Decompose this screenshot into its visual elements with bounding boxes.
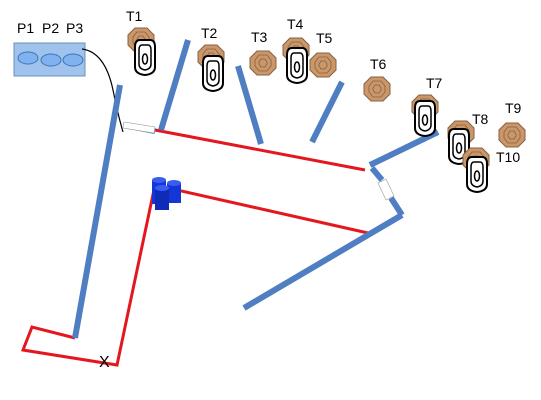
label-t8: T8: [472, 111, 489, 127]
label-t1: T1: [126, 8, 143, 24]
white-target-icon: [414, 100, 436, 137]
label-t2: T2: [201, 25, 218, 41]
start-position-marker: X: [99, 354, 110, 371]
barrel-icon: [155, 185, 169, 210]
label-t3: T3: [251, 29, 268, 45]
target-t6: [363, 76, 391, 102]
octagon-target-icon: [363, 76, 391, 102]
label-t7: T7: [426, 75, 443, 91]
pistol-p1: [17, 51, 39, 65]
target-t2: [197, 44, 225, 92]
target-t4: [282, 37, 310, 84]
label-t5: T5: [316, 30, 333, 46]
label-t4: T4: [287, 16, 304, 32]
white-target-icon: [466, 156, 488, 193]
label-p2: P2: [42, 20, 59, 36]
pistol-table: [13, 42, 86, 77]
pistol-p3: [62, 53, 84, 67]
label-p1: P1: [17, 20, 34, 36]
pistol-p2: [40, 53, 62, 67]
label-t6: T6: [370, 56, 387, 72]
white-target-icon: [286, 47, 308, 84]
label-p3: P3: [66, 20, 83, 36]
target-t10: [462, 147, 490, 193]
white-target-icon: [202, 55, 224, 92]
wall-openings: [122, 121, 395, 201]
target-t7: [411, 94, 439, 137]
walls: [72, 39, 440, 339]
octagon-target-icon: [249, 50, 277, 76]
label-t10: T10: [496, 149, 520, 165]
white-target-icon: [134, 39, 156, 76]
barrel-icon: [167, 180, 181, 203]
barrels: [152, 177, 181, 210]
octagon-target-icon: [498, 122, 526, 148]
fault-lines: [20, 128, 369, 367]
target-t1: [127, 27, 156, 76]
octagon-target-icon: [309, 52, 337, 78]
target-t5: [309, 52, 337, 78]
cable-line: [81, 48, 124, 133]
target-t9: [498, 122, 526, 148]
label-t9: T9: [505, 100, 522, 116]
target-t3: [249, 50, 277, 76]
